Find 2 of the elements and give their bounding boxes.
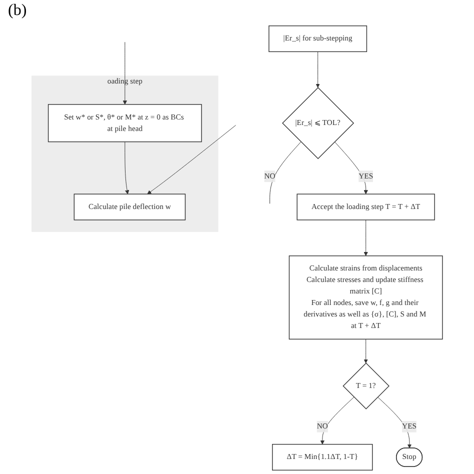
panel-label: (b) [8, 2, 28, 20]
connector [270, 142, 302, 204]
